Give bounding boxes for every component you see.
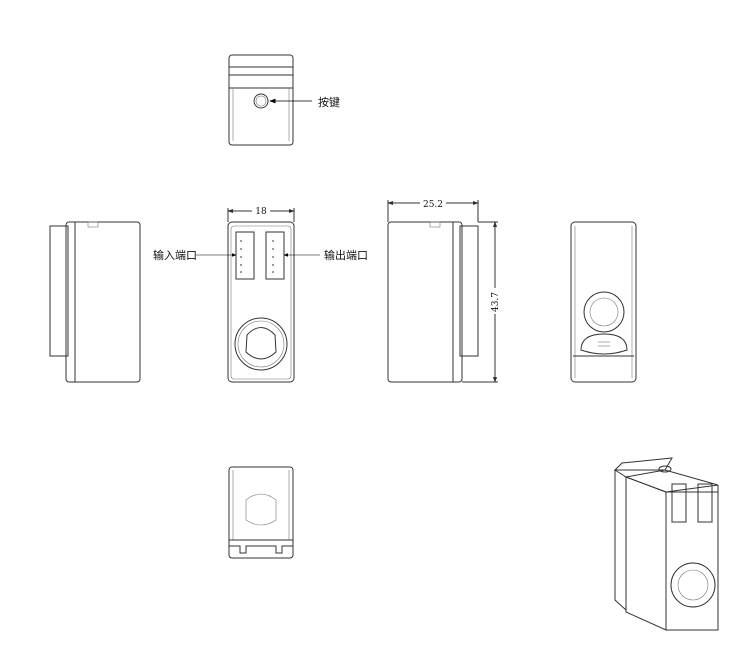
front-view: 18 输入端口 输出端口 (153, 205, 368, 383)
top-view: 按键 (228, 54, 340, 146)
right-side-view: 25.2 43.7 (387, 198, 501, 383)
button-label: 按键 (318, 95, 340, 109)
left-side-view (49, 221, 141, 383)
dimension-height: 43.7 (491, 292, 501, 312)
dimension-width: 18 (255, 207, 267, 217)
back-view (570, 221, 637, 383)
button-icon (253, 93, 269, 109)
isometric-view (613, 457, 719, 631)
bottom-view (228, 466, 294, 559)
output-port-connector (265, 231, 285, 280)
input-port-label: 输入端口 (153, 248, 197, 262)
input-port-connector (235, 231, 255, 280)
output-port-label: 输出端口 (324, 248, 368, 262)
dimension-depth: 25.2 (423, 200, 443, 210)
